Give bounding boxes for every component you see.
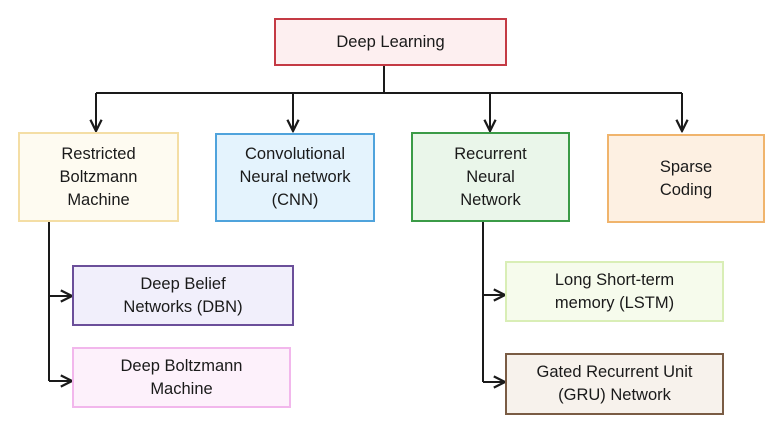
node-gated-recurrent-unit: Gated Recurrent Unit (GRU) Network (505, 353, 724, 415)
node-deep-belief-networks: Deep Belief Networks (DBN) (72, 265, 294, 326)
node-convolutional-neural-network: Convolutional Neural network (CNN) (215, 133, 375, 222)
node-recurrent-neural-network: Recurrent Neural Network (411, 132, 570, 222)
node-long-short-term-memory: Long Short-term memory (LSTM) (505, 261, 724, 322)
node-deep-boltzmann-machine: Deep Boltzmann Machine (72, 347, 291, 408)
node-sparse-coding: Sparse Coding (607, 134, 765, 223)
node-restricted-boltzmann-machine: Restricted Boltzmann Machine (18, 132, 179, 222)
node-deep-learning: Deep Learning (274, 18, 507, 66)
